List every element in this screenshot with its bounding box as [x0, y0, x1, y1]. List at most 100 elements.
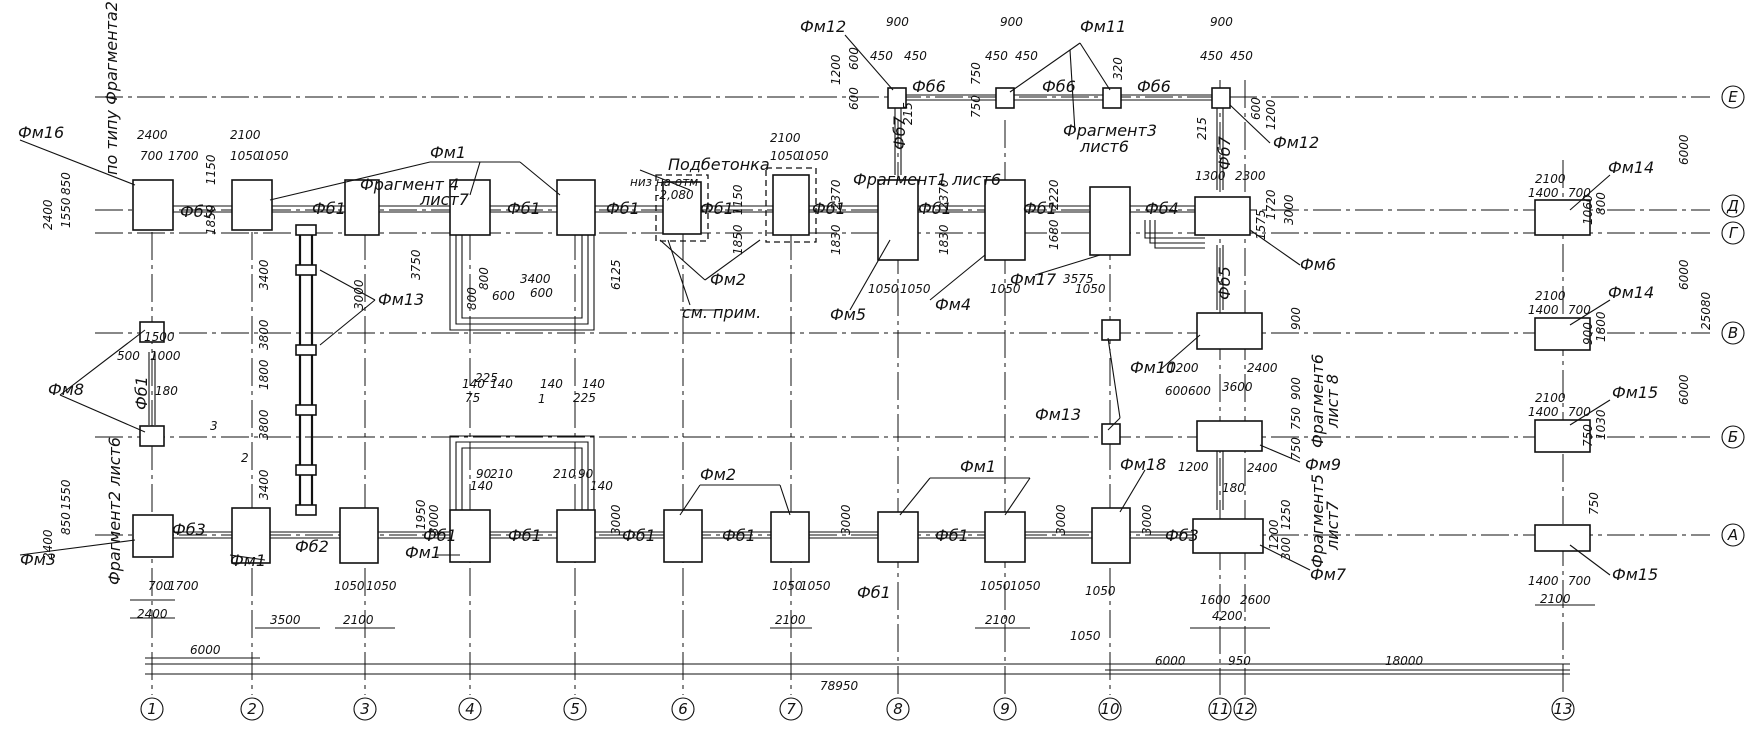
- dim-1700: 1700: [168, 579, 199, 593]
- dim-1300: 1300: [1195, 169, 1226, 183]
- axis-bubble-B: Б: [1721, 425, 1745, 449]
- dim-1200: 1200: [829, 54, 843, 85]
- dim-1050: 1050: [258, 149, 289, 163]
- label-frag6: Фрагмент6: [1308, 354, 1327, 448]
- dim-2100: 2100: [1540, 592, 1571, 606]
- label-fb2: Фб2: [295, 537, 329, 556]
- dim-1720: 1720: [1264, 189, 1278, 220]
- axis-label: 6: [678, 700, 688, 718]
- dim-3800: 3800: [257, 319, 271, 350]
- dim-700: 700: [1568, 405, 1591, 419]
- axis-label: 13: [1553, 700, 1572, 718]
- label-fm15-b: Фм15: [1612, 565, 1658, 584]
- label-frag2-side: по типу Фрагмента2 лист6: [102, 0, 121, 175]
- label-fb1-vert: Фб1: [132, 376, 151, 410]
- dim-1050: 1050: [772, 579, 803, 593]
- pad-fm1-g: [556, 509, 596, 563]
- pad-fm12-b: [1211, 87, 1231, 109]
- axis-label: 12: [1235, 700, 1254, 718]
- dim-600: 600: [1188, 384, 1211, 398]
- axis-bubble-9: 9: [993, 697, 1017, 721]
- dim-2400: 2400: [1247, 361, 1278, 375]
- label-fm14-b: Фм14: [1608, 283, 1654, 302]
- dim-2300: 2300: [1235, 169, 1266, 183]
- dim-1850: 1850: [204, 204, 218, 235]
- axis-label: 10: [1100, 700, 1119, 718]
- dim-450: 450: [1200, 49, 1223, 63]
- pad-fm2-b: [772, 174, 810, 236]
- dim-1200: 1200: [1168, 361, 1199, 375]
- pad-fm15-b: [1534, 524, 1591, 552]
- pad-fm13-a: [1101, 319, 1121, 341]
- pad-fm9: [1196, 420, 1263, 452]
- dim-3000: 3000: [427, 504, 441, 535]
- dim-140: 140: [462, 377, 485, 391]
- dim-900: 900: [1000, 15, 1023, 29]
- label-fm13-a: Фм13: [378, 290, 424, 309]
- label-frag5: Фрагмент5: [1308, 474, 1327, 568]
- pad-fm1-i: [984, 511, 1026, 563]
- label-see-note: см. прим.: [682, 303, 761, 322]
- dim-3: 3: [210, 419, 218, 433]
- dim-1950: 1950: [414, 499, 428, 530]
- dim-850: 850: [59, 512, 73, 535]
- label-fb1: Фб1: [812, 199, 846, 218]
- axis-bubble-6: 6: [671, 697, 695, 721]
- label-fb1: Фб1: [606, 199, 640, 218]
- label-fb3-a: Фб3: [180, 202, 214, 221]
- pad-fm15-a: [1534, 419, 1591, 453]
- dim-1700: 1700: [168, 149, 199, 163]
- dim-2220: 2220: [1047, 179, 1061, 210]
- dim-1050: 1050: [1070, 629, 1101, 643]
- dim-1150: 1150: [204, 154, 218, 185]
- dim-3000: 3000: [1140, 504, 1154, 535]
- pad-fm8-bot: [139, 425, 165, 447]
- dim-750: 750: [1581, 424, 1595, 447]
- label-fm7: Фм7: [1310, 565, 1347, 584]
- axis-label: 11: [1210, 700, 1229, 718]
- dim-450: 450: [985, 49, 1008, 63]
- dim-3400: 3400: [257, 259, 271, 290]
- dim-900: 900: [1581, 322, 1595, 345]
- dim-850: 850: [59, 172, 73, 195]
- axis-bubble-D: Д: [1721, 194, 1745, 218]
- dim-750: 750: [969, 62, 983, 85]
- dim-1830: 1830: [937, 224, 951, 255]
- label-frag2: Фрагмент2 лист6: [105, 437, 124, 585]
- dim-180: 180: [155, 384, 178, 398]
- axis-bubble-7: 7: [779, 697, 803, 721]
- dim-1050: 1050: [800, 579, 831, 593]
- dim-1400: 1400: [1528, 405, 1559, 419]
- pad-fm1-d: [231, 507, 271, 564]
- label-fb6: Фб6: [1137, 77, 1171, 96]
- axis-bubble-13: 13: [1551, 697, 1575, 721]
- dim-2370: 2370: [937, 179, 951, 210]
- dim-1400: 1400: [1528, 303, 1559, 317]
- dim-2100: 2100: [1535, 172, 1566, 186]
- label-fb6-b: Фб6: [912, 77, 946, 96]
- label-fm18: Фм18: [1120, 455, 1166, 474]
- dim-1050: 1050: [230, 149, 261, 163]
- dim-500: 500: [117, 349, 140, 363]
- dim-90: 90: [476, 467, 492, 481]
- label-fb7-b: Фб7: [1215, 135, 1234, 170]
- label-fb1: Фб1: [1023, 199, 1057, 218]
- pad-fm14-b: [1534, 317, 1591, 351]
- dim-225: 225: [475, 371, 498, 385]
- axis-bubble-1: 1: [140, 697, 164, 721]
- dim-1550: 1550: [59, 197, 73, 228]
- pad-fm4: [984, 179, 1026, 261]
- dim-4200: 4200: [1212, 609, 1243, 623]
- dim-1200: 1200: [1178, 460, 1209, 474]
- pad-fm2-b-outline: [765, 167, 817, 243]
- axis-bubble-G: Г: [1721, 221, 1745, 245]
- dim-2400: 2400: [41, 199, 55, 230]
- dim-215: 215: [901, 102, 915, 125]
- dim-750: 750: [969, 95, 983, 118]
- label-fm2-b: Фм2: [700, 465, 736, 484]
- axis-label: Г: [1729, 224, 1739, 242]
- label-fb1: Фб1: [508, 526, 542, 545]
- dim-600: 600: [530, 286, 553, 300]
- dim-6000-right: 6000: [1677, 259, 1691, 290]
- dim-2100: 2100: [1535, 391, 1566, 405]
